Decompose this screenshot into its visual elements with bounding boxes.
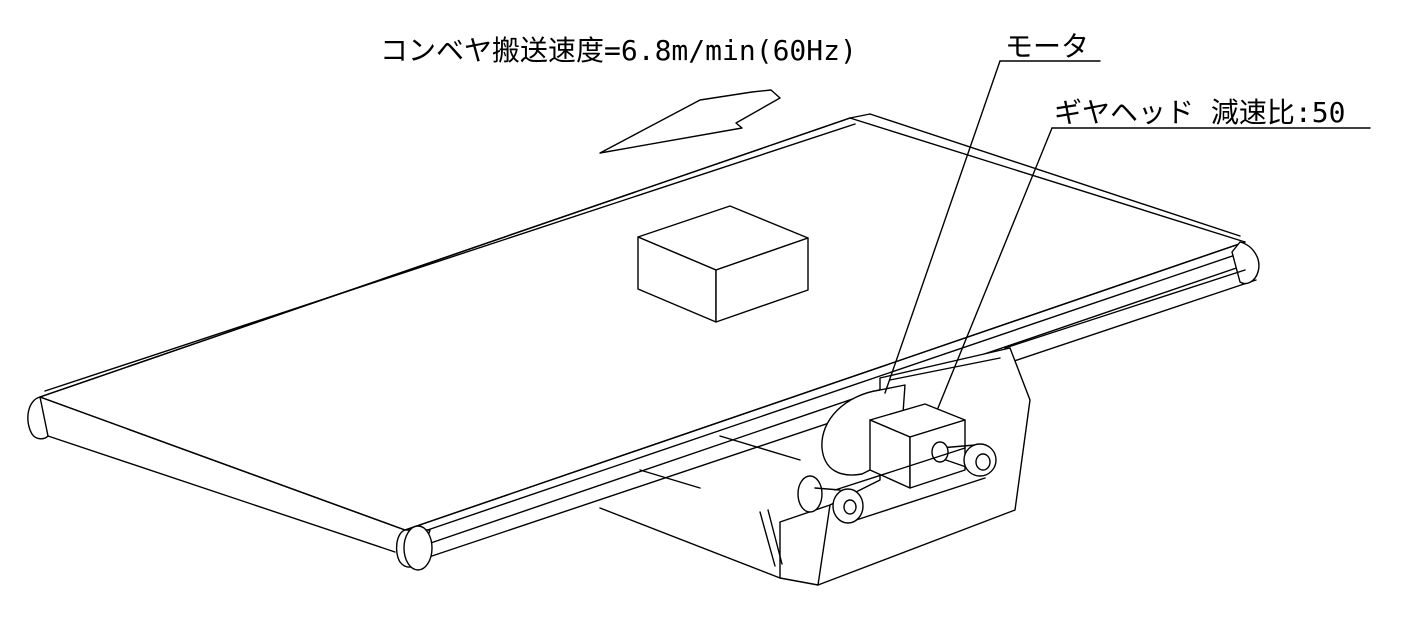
gearhead-label: ギヤヘッド 減速比:50 [1054, 96, 1345, 129]
gearhead-leader [937, 127, 1371, 409]
speed-label: コンベヤ搬送速度=6.8m/min(60Hz) [380, 34, 857, 67]
arrow-left-icon [599, 89, 781, 154]
tail-roller [27, 396, 406, 553]
motor-label: モータ [1005, 30, 1089, 63]
head-roller [1231, 241, 1260, 285]
drive-shaft [797, 441, 997, 524]
belt-surface [39, 113, 1257, 561]
package-box [637, 205, 809, 323]
conveyor-frame [599, 269, 1246, 586]
front-left-roller [395, 525, 433, 571]
motor-leader [884, 60, 1101, 394]
gearhead [869, 403, 966, 489]
